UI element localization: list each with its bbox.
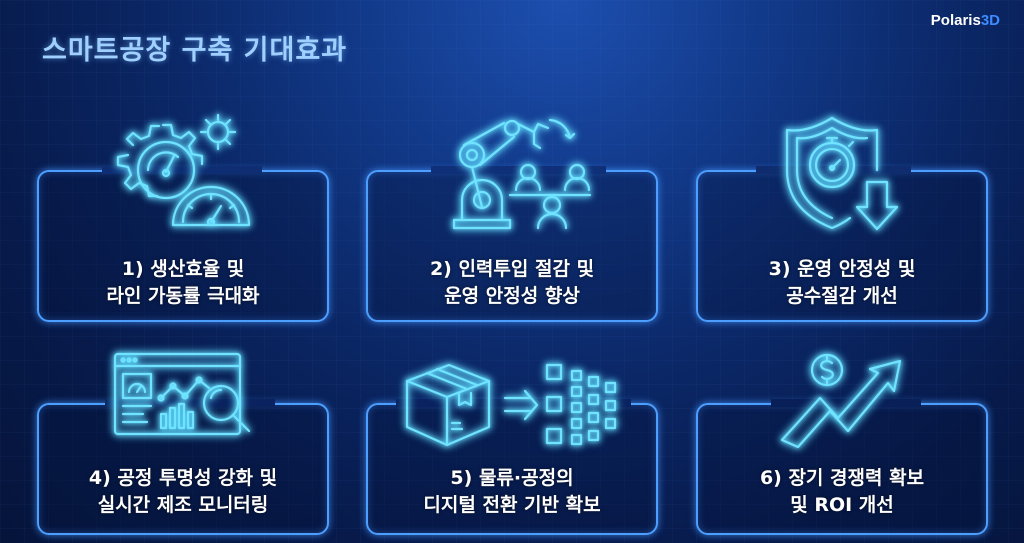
frame-gap [771,399,921,407]
benefit-card-4: 4) 공정 투명성 강화 및 실시간 제조 모니터링 [37,352,329,535]
benefit-card-2: 2) 인력투입 절감 및 운영 안정성 향상 [366,118,658,322]
frame-gap [102,166,262,174]
benefit-card-6: 6) 장기 경쟁력 확보 및 ROI 개선 [696,353,988,535]
page-title: 스마트공장 구축 기대효과 [42,35,348,66]
card-title-line-1: 1) 생산효율 및 [121,258,245,280]
card-label: 3) 운영 안정성 및 공수절감 개선 [696,256,988,310]
card-frame [37,170,329,322]
card-title-line-2: 디지털 전환 기반 확보 [423,494,601,516]
card-label: 2) 인력투입 절감 및 운영 안정성 향상 [366,256,658,310]
card-title-line-2: 라인 가동률 극대화 [106,285,260,307]
card-label: 6) 장기 경쟁력 확보 및 ROI 개선 [696,465,988,519]
card-label: 1) 생산효율 및 라인 가동률 극대화 [37,256,329,310]
dollar-growth-arrow-icon [780,353,902,449]
box-to-data-icon [405,363,617,447]
card-title-line-1: 6) 장기 경쟁력 확보 [759,467,925,489]
shield-stopwatch-down-icon [785,116,899,231]
robot-arm-workers-icon [452,118,592,230]
card-title-line-2: 운영 안정성 향상 [444,285,580,307]
logo-accent: 3D [980,12,1000,29]
card-title-line-1: 4) 공정 투명성 강화 및 [88,467,278,489]
frame-gap [105,399,275,407]
frame-gap [396,399,631,407]
benefit-card-1: 1) 생산효율 및 라인 가동률 극대화 [37,113,329,322]
card-title-line-1: 2) 인력투입 절감 및 [429,258,595,280]
frame-gap [431,166,606,174]
card-label: 4) 공정 투명성 강화 및 실시간 제조 모니터링 [37,465,329,519]
benefit-card-5: 5) 물류·공정의 디지털 전환 기반 확보 [366,363,658,535]
card-title-line-2: 공수절감 개선 [786,285,898,307]
card-title-line-2: 및 ROI 개선 [790,494,894,516]
card-label: 5) 물류·공정의 디지털 전환 기반 확보 [366,465,658,519]
logo-text: Polaris [930,12,981,29]
card-title-line-2: 실시간 제조 모니터링 [97,494,269,516]
card-title-line-1: 5) 물류·공정의 [450,467,574,489]
gear-gauge-icon [116,113,251,227]
card-frame [366,403,658,535]
dashboard-magnifier-icon [113,352,251,436]
card-frame [696,170,988,322]
brand-logo: Polaris3D [931,12,1000,29]
card-title-line-1: 3) 운영 안정성 및 [768,258,916,280]
benefit-card-3: 3) 운영 안정성 및 공수절감 개선 [696,116,988,322]
